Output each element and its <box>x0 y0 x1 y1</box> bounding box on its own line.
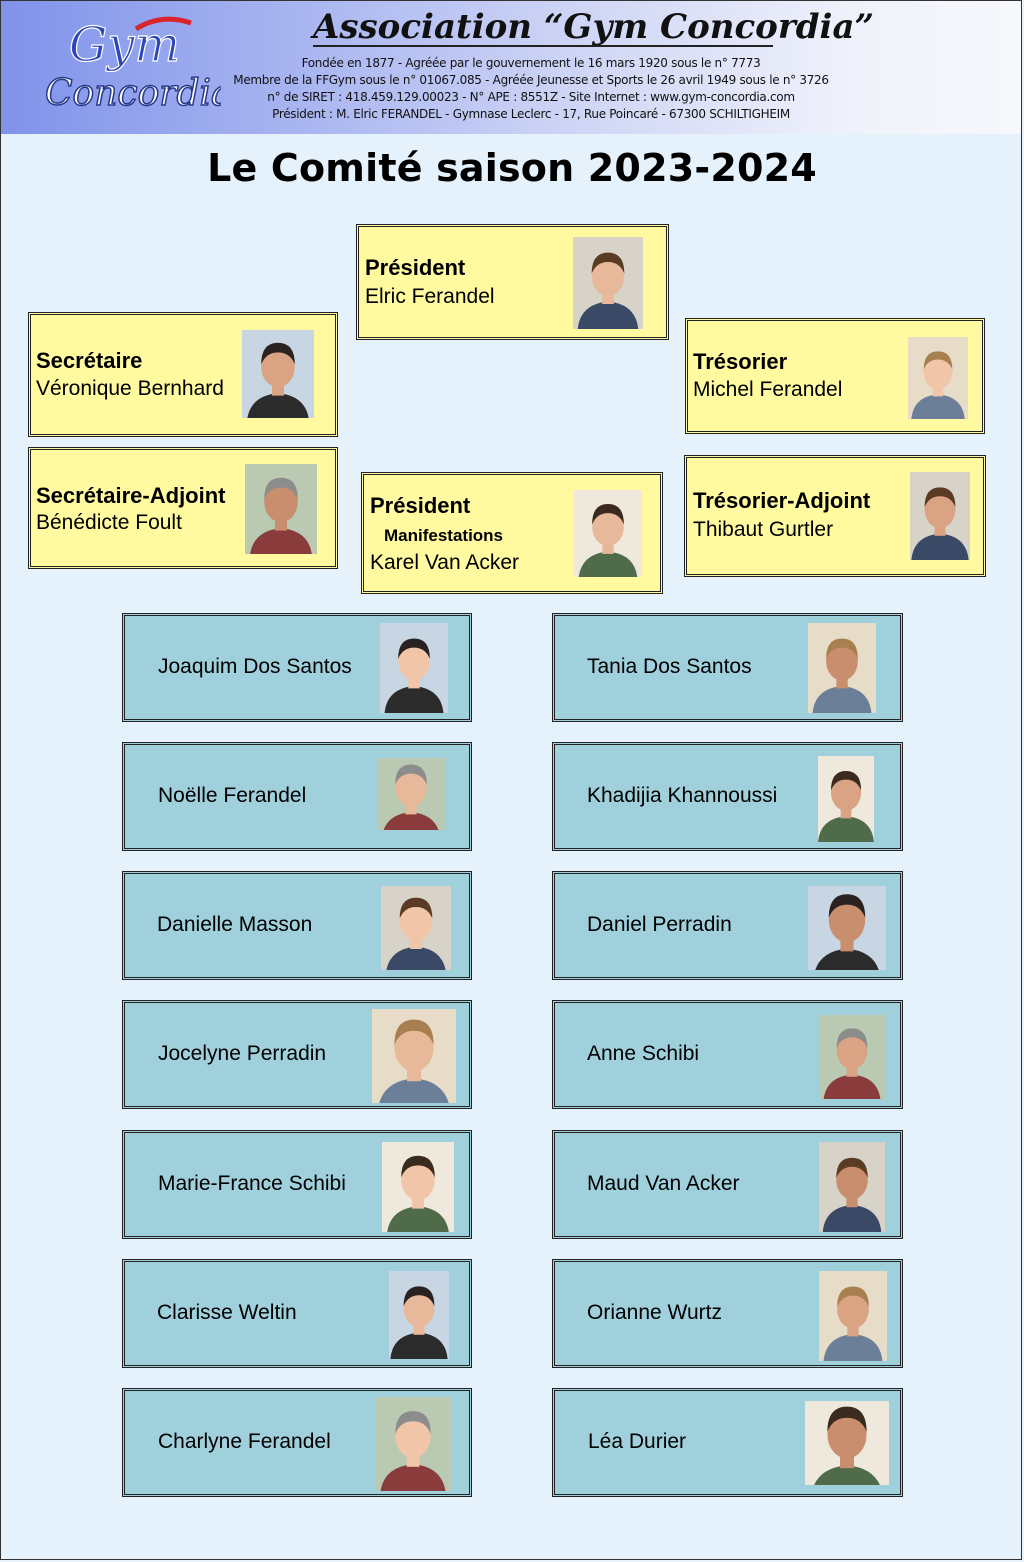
portrait-photo <box>242 330 314 418</box>
portrait-photo <box>381 886 451 970</box>
portrait-photo <box>245 464 317 554</box>
person-name: Véronique Bernhard <box>36 377 224 400</box>
portrait-image <box>375 1397 451 1491</box>
portrait-image <box>245 464 317 554</box>
header-info-line-3: n° de SIRET : 418.459.129.00023 - N° APE… <box>267 90 795 104</box>
portrait-image <box>910 472 970 560</box>
portrait-image <box>819 1271 887 1361</box>
portrait-image <box>819 1015 885 1099</box>
portrait-image <box>380 623 448 713</box>
portrait-photo <box>908 337 968 419</box>
person-name: Tania Dos Santos <box>587 655 752 678</box>
person-name: Jocelyne Perradin <box>158 1042 327 1065</box>
portrait-image <box>381 886 451 970</box>
portrait-photo <box>805 1401 889 1485</box>
officer-card-president: Président Elric Ferandel <box>356 224 669 340</box>
person-name: Khadijia Khannoussi <box>587 784 778 807</box>
member-card: Orianne Wurtz <box>552 1259 903 1368</box>
portrait-image <box>573 237 643 329</box>
officer-card-secretaire-adjoint: Secrétaire-Adjoint Bénédicte Foult <box>28 447 338 569</box>
member-card: Jocelyne Perradin <box>122 1000 472 1109</box>
member-card: Noëlle Ferandel <box>122 742 472 851</box>
person-name: Noëlle Ferandel <box>158 784 307 807</box>
page-title: Le Comité saison 2023-2024 <box>207 146 817 190</box>
header-info-line-1: Fondée en 1877 - Agréée par le gouvernem… <box>301 56 761 70</box>
portrait-photo <box>819 1142 885 1232</box>
member-card: Marie-France Schibi <box>122 1130 472 1239</box>
portrait-photo <box>818 756 874 842</box>
header-info-line-2: Membre de la FFGym sous le n° 01067.085 … <box>233 73 829 87</box>
portrait-photo <box>819 1015 885 1099</box>
portrait-photo <box>377 758 445 830</box>
person-name: Michel Ferandel <box>693 378 843 401</box>
member-card: Tania Dos Santos <box>552 613 903 722</box>
gym-concordia-logo: Gym Concordia <box>44 16 221 114</box>
portrait-image <box>372 1009 456 1103</box>
person-name: Joaquim Dos Santos <box>158 655 352 678</box>
svg-text:Gym: Gym <box>69 17 180 73</box>
portrait-image <box>242 330 314 418</box>
member-card: Léa Durier <box>552 1388 903 1497</box>
officer-card-tresorier-adjoint: Trésorier-Adjoint Thibaut Gurtler <box>684 455 986 577</box>
officer-card-president-manifestations: Président Manifestations Karel Van Acker <box>361 472 663 594</box>
person-name: Bénédicte Foult <box>36 511 182 534</box>
role-label: Président <box>365 255 466 280</box>
role-label: Secrétaire <box>36 348 143 373</box>
person-name: Elric Ferandel <box>365 285 495 308</box>
person-name: Orianne Wurtz <box>587 1301 722 1324</box>
portrait-photo <box>808 623 876 713</box>
portrait-photo <box>573 237 643 329</box>
portrait-photo <box>574 490 642 577</box>
header-info-line-4: Président : M. Elric FERANDEL - Gymnase … <box>272 107 790 121</box>
portrait-image <box>908 337 968 419</box>
member-card: Daniel Perradin <box>552 871 903 980</box>
person-name: Thibaut Gurtler <box>693 518 834 541</box>
person-name: Clarisse Weltin <box>157 1301 297 1324</box>
person-name: Daniel Perradin <box>587 913 732 936</box>
svg-text:Concordia: Concordia <box>45 73 221 114</box>
portrait-photo <box>808 886 886 970</box>
portrait-photo <box>380 623 448 713</box>
association-title: Association “Gym Concordia” <box>313 7 875 47</box>
subrole-label: Manifestations <box>384 526 504 545</box>
portrait-photo <box>819 1271 887 1361</box>
person-name: Marie-France Schibi <box>158 1172 346 1195</box>
portrait-photo <box>910 472 970 560</box>
person-name: Anne Schibi <box>587 1042 700 1065</box>
portrait-image <box>377 758 445 830</box>
person-name: Charlyne Ferandel <box>158 1430 331 1453</box>
portrait-image <box>808 886 886 970</box>
role-label: Trésorier-Adjoint <box>693 488 871 513</box>
header-banner: Gym Concordia Association “Gym Concordia… <box>1 1 1021 134</box>
portrait-image <box>819 1142 885 1232</box>
role-label: Secrétaire-Adjoint <box>36 483 226 508</box>
role-label: Trésorier <box>693 349 788 374</box>
member-card: Maud Van Acker <box>552 1130 903 1239</box>
member-card: Anne Schibi <box>552 1000 903 1109</box>
person-name: Karel Van Acker <box>370 551 520 574</box>
portrait-photo <box>372 1009 456 1103</box>
title-underline <box>313 45 773 47</box>
person-name: Maud Van Acker <box>587 1172 740 1195</box>
member-card: Clarisse Weltin <box>122 1259 472 1368</box>
role-label: Président <box>370 493 471 518</box>
portrait-photo <box>375 1397 451 1491</box>
portrait-photo <box>389 1271 449 1359</box>
portrait-photo <box>382 1142 454 1232</box>
portrait-image <box>389 1271 449 1359</box>
member-card: Danielle Masson <box>122 871 472 980</box>
portrait-image <box>574 490 642 577</box>
portrait-image <box>818 756 874 842</box>
portrait-image <box>805 1401 889 1485</box>
officer-card-secretaire: Secrétaire Véronique Bernhard <box>28 312 338 437</box>
member-card: Khadijia Khannoussi <box>552 742 903 851</box>
member-card: Charlyne Ferandel <box>122 1388 472 1497</box>
portrait-image <box>382 1142 454 1232</box>
officer-card-tresorier: Trésorier Michel Ferandel <box>685 318 985 434</box>
person-name: Léa Durier <box>588 1430 687 1453</box>
person-name: Danielle Masson <box>157 913 313 936</box>
member-card: Joaquim Dos Santos <box>122 613 472 722</box>
portrait-image <box>808 623 876 713</box>
